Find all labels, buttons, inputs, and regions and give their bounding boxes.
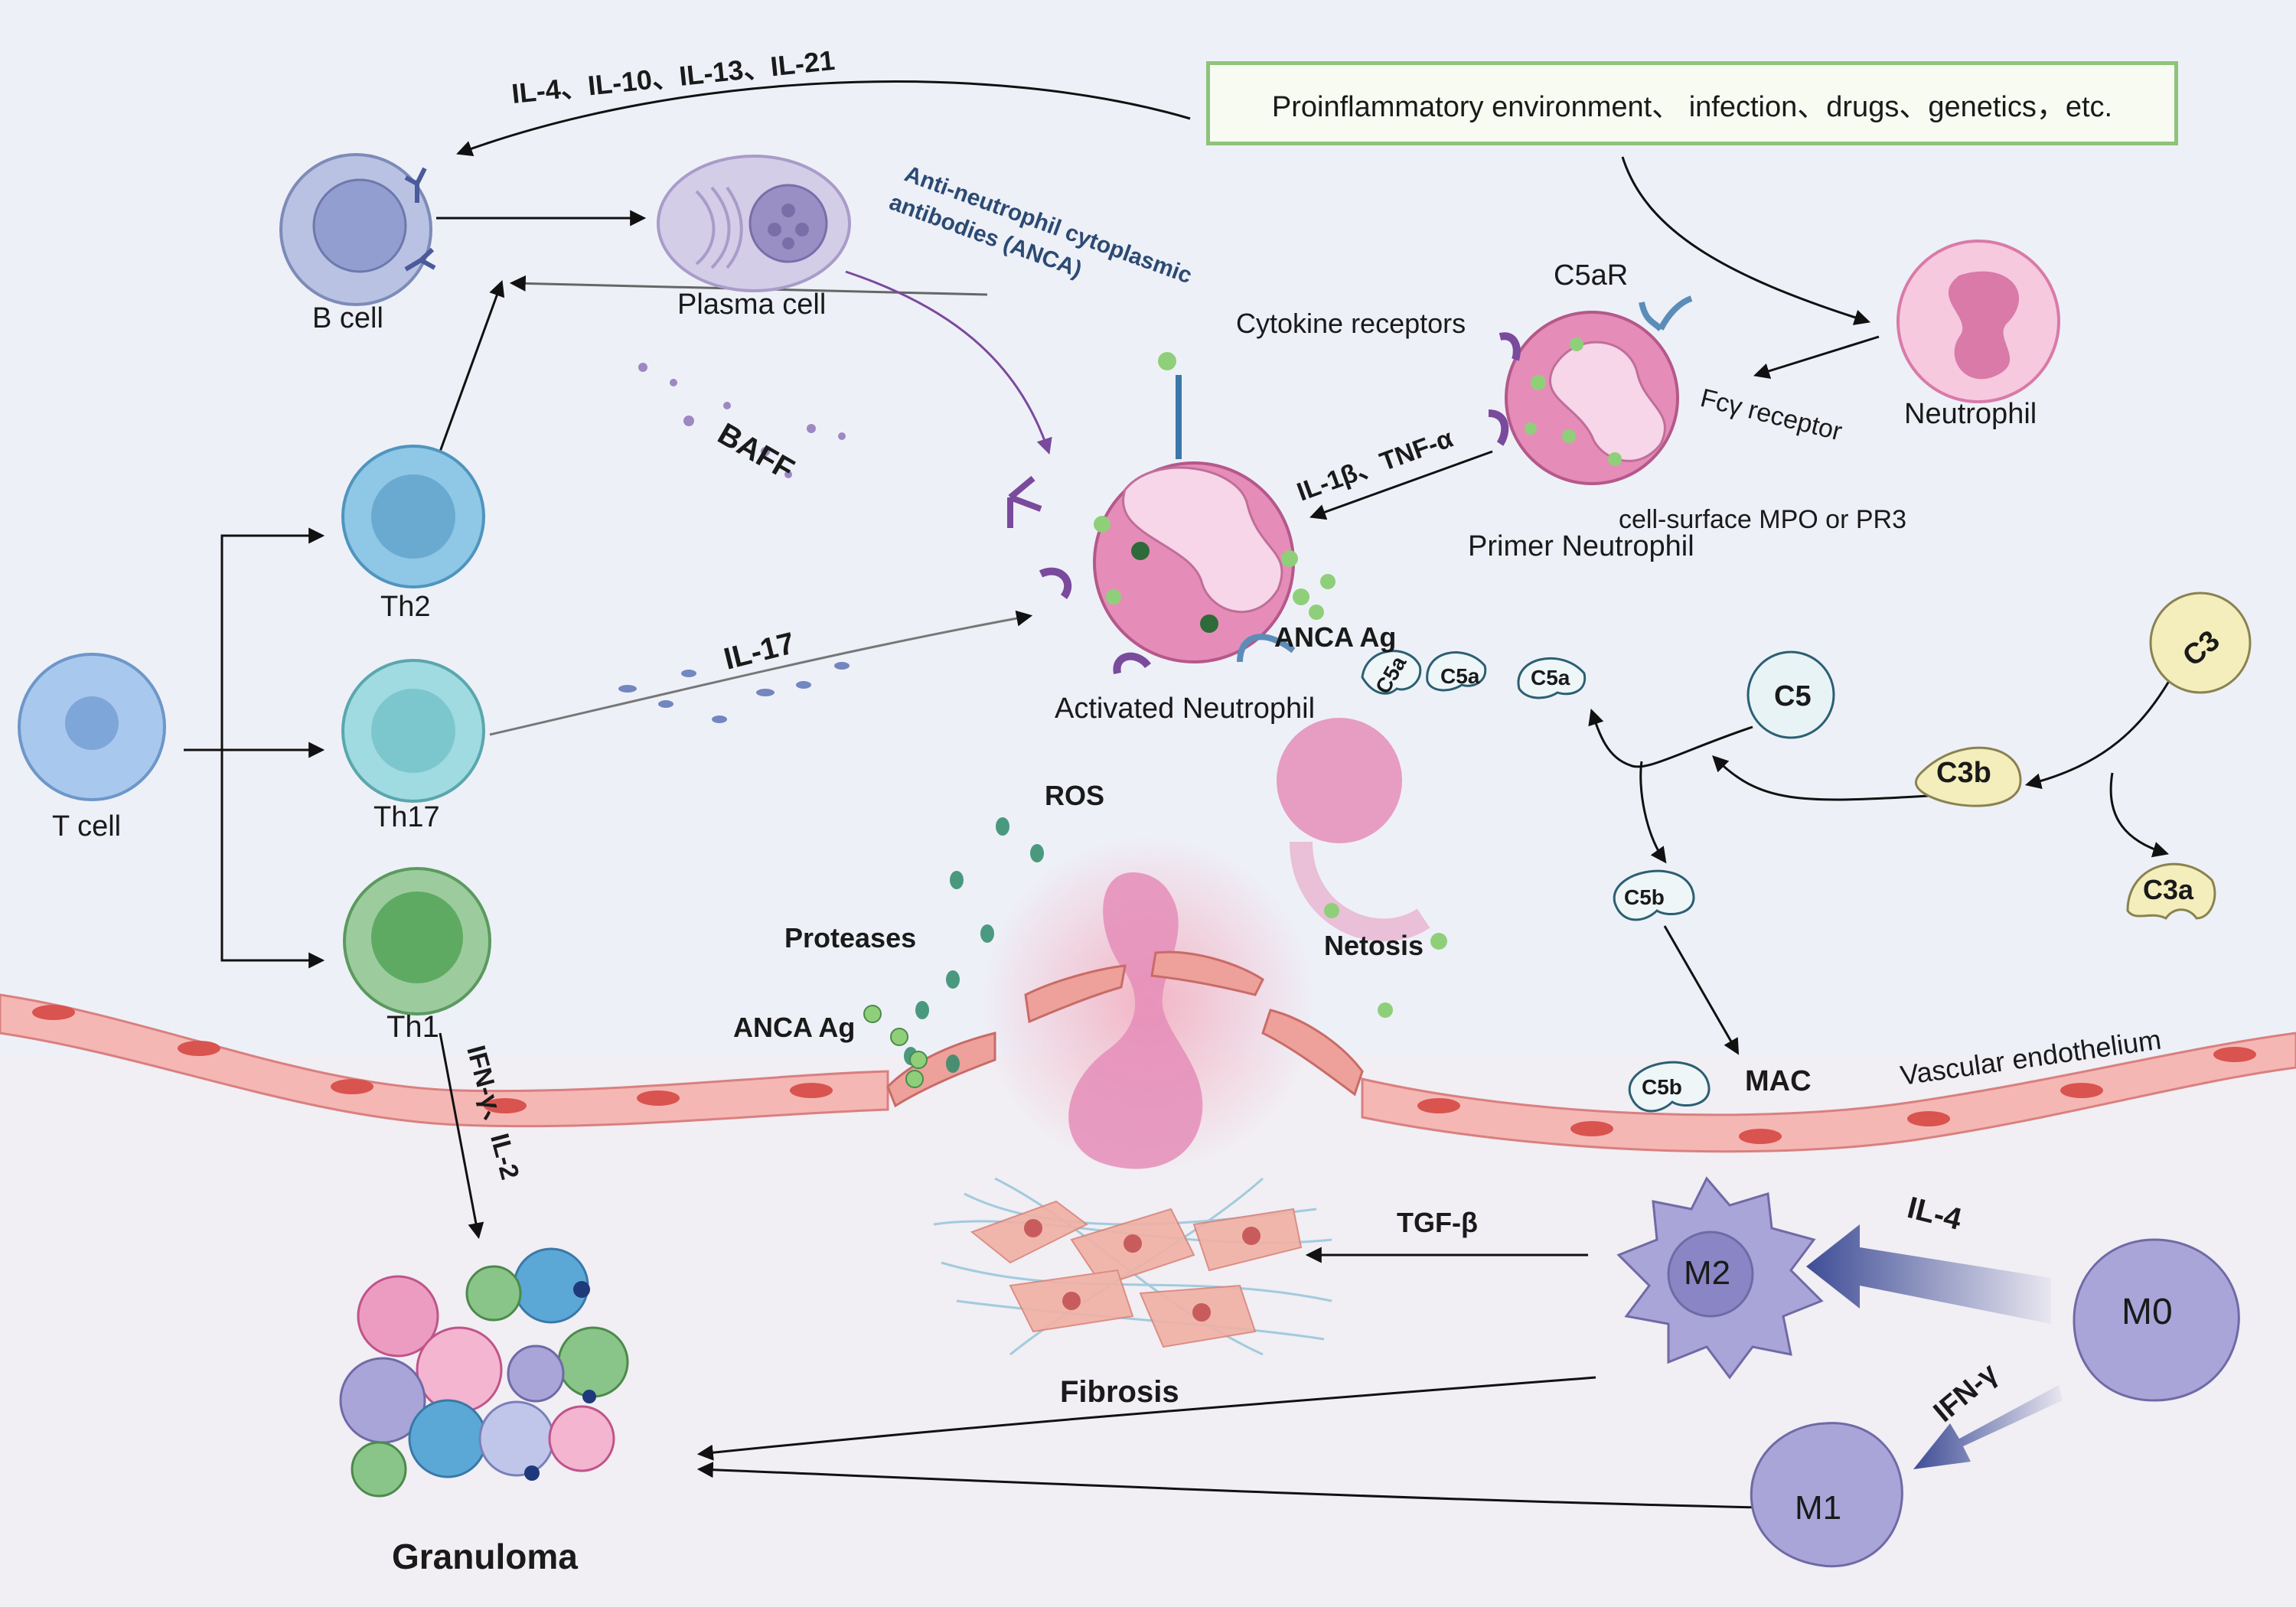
environment-box: Proinflammatory environment、 infection、d… bbox=[1206, 61, 2178, 145]
plasma-cell-label: Plasma cell bbox=[677, 288, 826, 321]
il17-particles bbox=[618, 662, 850, 723]
c3a-protein bbox=[2126, 862, 2216, 920]
plasma-cell bbox=[657, 155, 851, 292]
mac-label: MAC bbox=[1745, 1065, 1812, 1097]
c5a-proteins bbox=[1361, 650, 1587, 699]
granuloma-label: Granuloma bbox=[392, 1537, 578, 1576]
c5b-proteins bbox=[1613, 869, 1711, 1113]
m1-macrophage bbox=[1750, 1422, 1903, 1568]
c3-protein bbox=[2149, 592, 2252, 694]
t-cell-label: T cell bbox=[52, 810, 121, 843]
c3b-label: C3b bbox=[1936, 757, 1991, 789]
pathway-arrows bbox=[184, 80, 2175, 1509]
primer-neutrophil-cell bbox=[1488, 295, 1693, 485]
c5-label: C5 bbox=[1774, 680, 1812, 712]
fcy-receptor-label: Fcγ receptor bbox=[1698, 383, 1845, 447]
neutrophil-cell bbox=[1896, 240, 2060, 403]
th1-label: Th1 bbox=[386, 1010, 439, 1044]
cytokine-receptors-label: Cytokine receptors bbox=[1236, 308, 1466, 339]
baff-particles bbox=[638, 363, 846, 478]
tgf-label: TGF-β bbox=[1397, 1207, 1478, 1238]
transmigrating-neutrophil bbox=[1068, 872, 1203, 1169]
c3b-protein bbox=[1914, 746, 2022, 807]
neutrophil-label: Neutrophil bbox=[1904, 398, 2037, 430]
t-cell bbox=[18, 653, 166, 801]
c5ar-label: C5aR bbox=[1554, 259, 1628, 292]
b-cell-label: B cell bbox=[312, 302, 383, 334]
baff-label: BAFF bbox=[713, 417, 800, 487]
cell-surface-label: cell-surface MPO or PR3 bbox=[1619, 505, 1906, 534]
b-cell bbox=[279, 153, 436, 306]
c5-protein bbox=[1746, 650, 1835, 739]
ros-label: ROS bbox=[1045, 780, 1104, 811]
th17-label: Th17 bbox=[373, 801, 440, 833]
c5b-label-2: C5b bbox=[1642, 1075, 1682, 1099]
th17-cell bbox=[341, 659, 485, 803]
c5b-label-1: C5b bbox=[1624, 885, 1665, 909]
ifny-arrow bbox=[1913, 1385, 2063, 1469]
th2-cell bbox=[341, 445, 485, 588]
th2-label: Th2 bbox=[380, 591, 430, 623]
anca-ag-top-label: ANCA Ag bbox=[1274, 621, 1396, 653]
m1-label: M1 bbox=[1795, 1489, 1841, 1527]
ros-particles bbox=[904, 817, 1044, 1073]
netosis-cell bbox=[1277, 718, 1447, 1018]
m2-macrophage bbox=[1616, 1176, 1824, 1380]
th1-cell bbox=[343, 867, 491, 1015]
netosis-label: Netosis bbox=[1324, 930, 1424, 961]
proteases-label: Proteases bbox=[784, 922, 916, 953]
c3a-label: C3a bbox=[2143, 874, 2194, 905]
vascular-endothelium bbox=[0, 993, 2296, 1153]
m0-macrophage bbox=[2073, 1238, 2240, 1402]
c5a-label-3: C5a bbox=[1531, 666, 1570, 689]
c5a-label-2: C5a bbox=[1440, 664, 1480, 688]
m0-label: M0 bbox=[2122, 1292, 2173, 1332]
m2-label: M2 bbox=[1684, 1254, 1730, 1292]
anca-antigen-particles bbox=[863, 1005, 928, 1088]
il17-label: IL-17 bbox=[721, 626, 798, 676]
activated-neutrophil-label: Activated Neutrophil bbox=[1055, 693, 1315, 725]
fibrosis-label: Fibrosis bbox=[1060, 1375, 1179, 1409]
granuloma-cluster bbox=[339, 1247, 629, 1498]
fibrosis-tissue bbox=[933, 1177, 1332, 1356]
environment-box-text: Proinflammatory environment、 infection、d… bbox=[1271, 90, 2113, 123]
anca-ag-left-label: ANCA Ag bbox=[733, 1012, 855, 1043]
primer-neutrophil-label: Primer Neutrophil bbox=[1468, 530, 1694, 562]
il4-arrow bbox=[1806, 1224, 2051, 1324]
activated-neutrophil-cell bbox=[1007, 352, 1336, 674]
